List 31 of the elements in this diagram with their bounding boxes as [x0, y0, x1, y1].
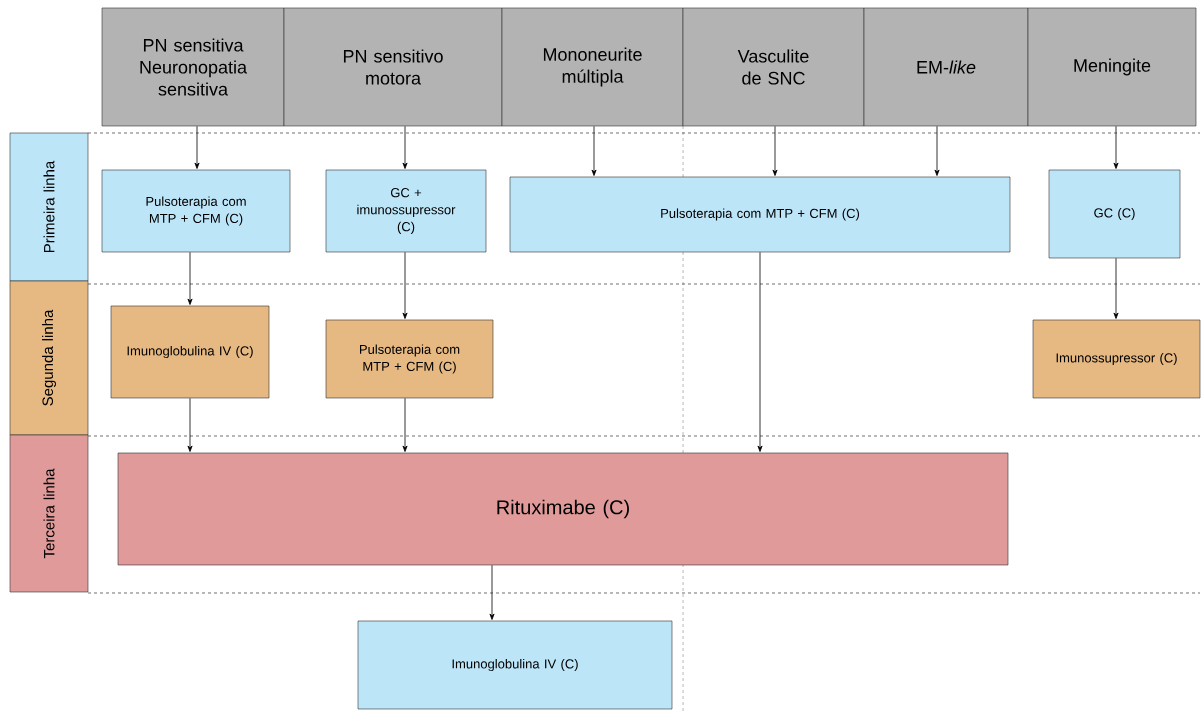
header-box: Mononeurite múltipla	[501, 7, 684, 127]
arrow	[489, 564, 495, 620]
arrow	[1113, 125, 1119, 169]
arrow	[591, 125, 597, 176]
arrow	[402, 397, 408, 452]
row-label: Primeira linha	[9, 132, 89, 282]
arrow	[1113, 257, 1119, 319]
arrow	[772, 125, 778, 176]
treatment-box: GC + imunossupressor (C)	[325, 169, 487, 253]
arrow	[757, 251, 763, 452]
header-box: Meningite	[1027, 7, 1197, 127]
arrow	[934, 125, 940, 176]
arrow	[194, 125, 200, 169]
treatment-box: Pulsoterapia com MTP + CFM (C)	[325, 319, 494, 399]
treatment-box: Imunoglobulina IV (C)	[357, 620, 673, 710]
arrow	[187, 251, 193, 305]
treatment-box: Imunoglobulina IV (C)	[110, 305, 270, 399]
treatment-box: Rituximabe (C)	[117, 452, 1009, 566]
arrow	[187, 397, 193, 452]
treatment-box: Pulsoterapia com MTP + CFM (C)	[509, 176, 1011, 253]
header-box: PN sensitiva Neuronopatia sensitiva	[101, 7, 285, 127]
treatment-box: Pulsoterapia com MTP + CFM (C)	[101, 169, 291, 253]
row-label: Segunda linha	[9, 280, 89, 436]
treatment-box: Imunossupressor (C)	[1032, 319, 1201, 399]
header-box: Vasculite de SNC	[682, 7, 865, 127]
row-label: Terceira linha	[9, 434, 89, 593]
arrow	[402, 125, 408, 169]
header-box: EM-like	[863, 7, 1029, 127]
header-box: PN sensitivo motora	[283, 7, 503, 127]
arrow	[402, 251, 408, 319]
treatment-box: GC (C)	[1048, 169, 1181, 259]
